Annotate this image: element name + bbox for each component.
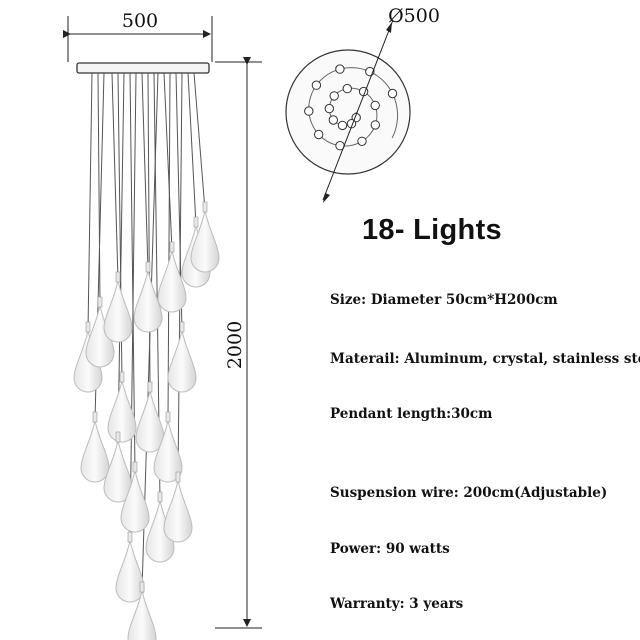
drop-holder — [132, 461, 138, 473]
drop-holder — [175, 471, 181, 483]
crystal-drop — [190, 209, 220, 273]
top-view-light — [370, 120, 380, 130]
drop-holder — [193, 216, 199, 228]
suspension-wire — [111, 72, 119, 281]
height-dimension: 2000 — [215, 57, 262, 629]
top-view-light — [329, 91, 339, 101]
spec-power: Power: 90 watts — [330, 541, 450, 557]
spec-material-value: Aluminum, crystal, stainless steel — [404, 351, 640, 367]
width-label: 500 — [122, 10, 158, 32]
top-view-light — [304, 106, 314, 116]
crystal-drop — [127, 589, 157, 640]
drop-holder — [85, 321, 91, 333]
suspension-wire — [141, 72, 149, 271]
spec-suspension-wire-value: 200cm(Adjustable) — [463, 485, 608, 501]
top-view-light — [357, 136, 367, 147]
spec-size: Size: Diameter 50cm*H200cm — [330, 292, 558, 308]
suspension-wire — [97, 72, 101, 306]
suspension-wire — [117, 72, 125, 441]
crystal-drop — [80, 419, 110, 483]
drop-holder — [147, 381, 153, 393]
drop-holder — [157, 491, 163, 503]
crystal-drop — [135, 389, 165, 453]
crystal-drop — [103, 279, 133, 343]
spec-pendant-length: Pendant length:30cm — [330, 406, 492, 422]
top-view-lights — [304, 64, 398, 151]
width-dimension: 500 — [63, 10, 213, 62]
top-view-light — [328, 115, 338, 125]
spec-warranty-label: Warranty: — [330, 596, 410, 612]
crystal-drops — [73, 201, 220, 640]
drop-holder — [92, 411, 98, 423]
top-view-light — [370, 100, 380, 111]
drop-holder — [97, 296, 103, 308]
drop-holder — [202, 201, 208, 213]
crystal-drop — [107, 379, 137, 443]
spec-power-label: Power: — [330, 541, 386, 557]
crystal-drop — [103, 439, 133, 503]
light-count-title: 18- Lights — [362, 214, 502, 246]
spec-power-value: 90 watts — [385, 541, 450, 557]
drop-holder — [139, 581, 145, 593]
top-view-light — [335, 64, 345, 74]
suspension-wire — [187, 72, 197, 226]
top-view-light — [314, 129, 324, 140]
drop-holder — [127, 531, 133, 543]
suspension-wire — [87, 72, 93, 331]
suspension-wire — [167, 72, 171, 421]
drop-holder — [165, 411, 171, 423]
crystal-drop — [153, 419, 183, 483]
top-view-light — [337, 120, 348, 131]
spec-warranty-value: 3 years — [409, 596, 464, 612]
drop-holder — [115, 431, 121, 443]
ceiling-canopy — [76, 62, 210, 74]
crystal-drop — [163, 479, 193, 543]
drop-holder — [169, 241, 175, 253]
diameter-label: Ø500 — [388, 5, 440, 27]
top-view-light — [387, 88, 398, 99]
spec-size-value: Diameter 50cm*H200cm — [370, 292, 558, 308]
spec-material-label: Materail: — [330, 351, 405, 367]
crystal-drop — [120, 469, 150, 533]
drop-holder — [145, 261, 151, 273]
crystal-drop — [115, 539, 145, 603]
diameter-leader — [322, 19, 394, 201]
drop-holder — [119, 371, 125, 383]
spec-size-label: Size: — [330, 292, 371, 308]
suspension-wire — [129, 72, 137, 541]
drop-holder — [179, 321, 185, 333]
spec-suspension-wire: Suspension wire: 200cm(Adjustable) — [330, 485, 607, 501]
spec-material: Materail: Aluminum, crystal, stainless s… — [330, 351, 640, 367]
drop-holder — [115, 271, 121, 283]
crystal-drop — [157, 249, 187, 313]
spec-suspension-wire-label: Suspension wire: — [330, 485, 464, 501]
spec-warranty: Warranty: 3 years — [330, 596, 463, 612]
top-view-light — [311, 80, 322, 90]
top-view-light — [324, 103, 334, 114]
spec-pendant-length-label: Pendant length: — [330, 406, 452, 422]
suspension-wire — [163, 72, 173, 251]
top-view: Ø500 — [285, 5, 440, 203]
crystal-drop — [167, 329, 197, 393]
spec-pendant-length-value: 30cm — [451, 406, 493, 422]
suspension-wire — [193, 72, 206, 211]
suspension-wire — [129, 72, 136, 471]
height-label: 2000 — [224, 321, 246, 369]
top-view-light — [342, 83, 352, 94]
